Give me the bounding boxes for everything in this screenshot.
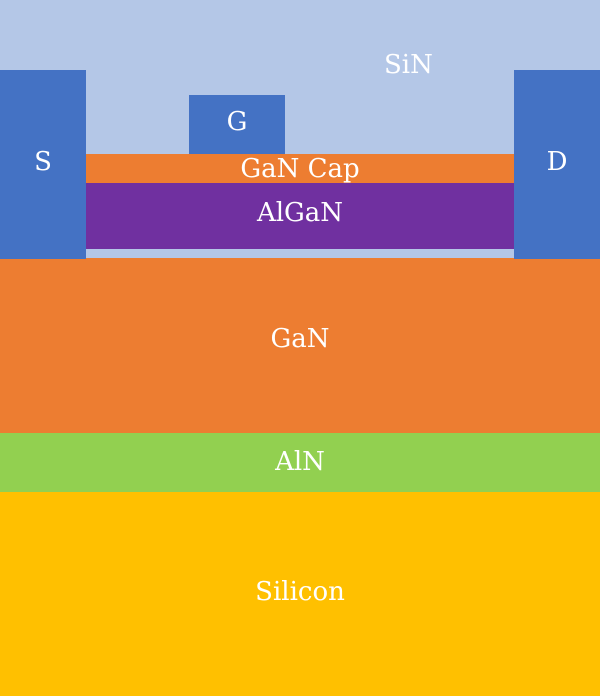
silicon-layer: Silicon	[0, 492, 600, 696]
drain-contact: D	[514, 70, 600, 259]
gate-contact: G	[189, 95, 285, 154]
gan-cap-label: GaN Cap	[240, 153, 360, 184]
algan-label: AlGaN	[256, 198, 344, 228]
sin-label: SiN	[384, 50, 433, 80]
algan-layer: AlGaN	[86, 183, 514, 249]
gan-label: GaN	[270, 323, 330, 354]
source-contact: S	[0, 70, 86, 259]
drain-label: D	[546, 146, 568, 177]
gate-label: G	[226, 106, 248, 137]
aln-label: AlN	[275, 446, 325, 477]
silicon-label: Silicon	[255, 577, 345, 607]
gan-layer: GaN	[0, 258, 600, 433]
source-label: S	[34, 146, 52, 177]
gan-cap-layer: GaN Cap	[86, 153, 514, 184]
aln-layer: AlN	[0, 433, 600, 492]
